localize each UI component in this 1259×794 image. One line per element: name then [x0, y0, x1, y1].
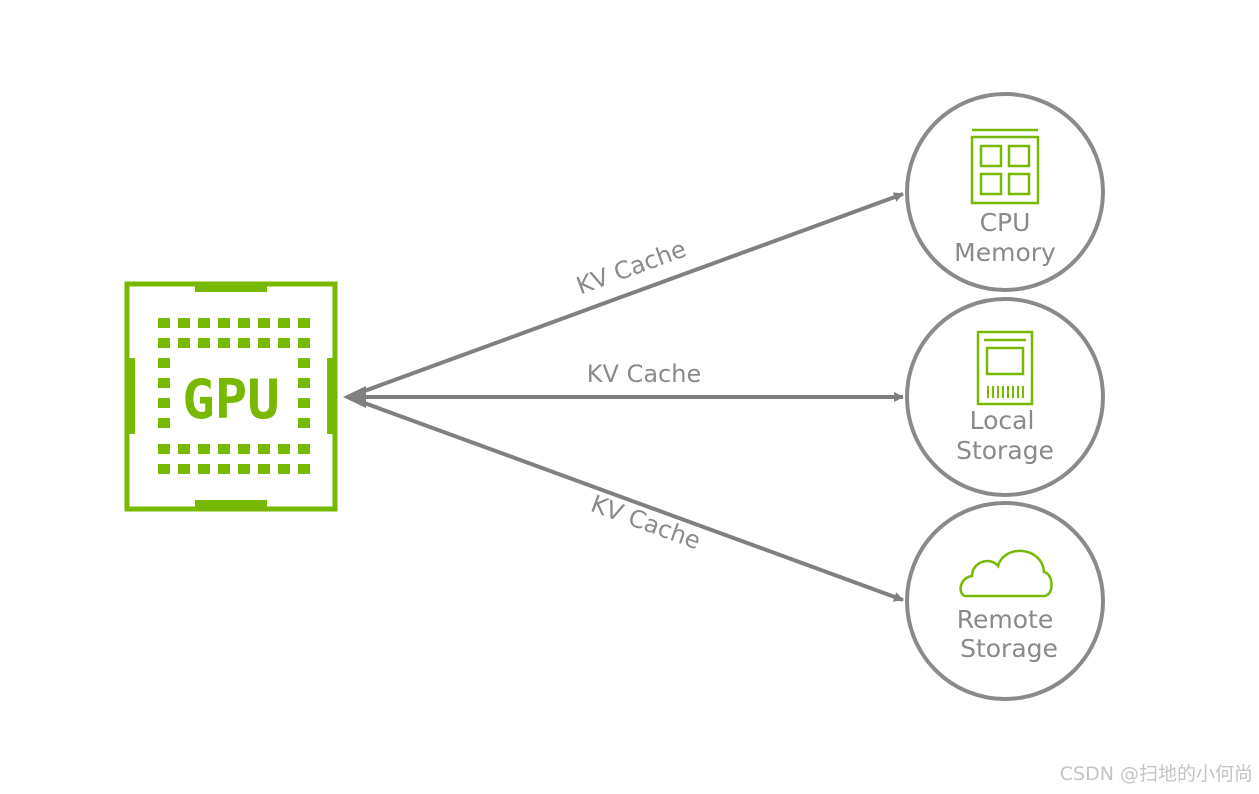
edge-label-remote-storage: KV Cache	[587, 490, 704, 555]
node-local-storage: Local Storage	[905, 297, 1105, 497]
arrows	[343, 192, 904, 602]
gpu-label: GPU	[182, 368, 280, 431]
chip-tab-right	[327, 358, 337, 434]
node-label-line2: Storage	[956, 436, 1054, 465]
arrow-to-cpu-memory	[347, 192, 904, 399]
chip-tab-bottom	[195, 500, 267, 510]
arrow-to-remote-storage	[347, 395, 904, 602]
gpu-chip-icon: GPU	[124, 281, 338, 512]
node-label-line1: Local	[970, 406, 1035, 435]
arrowhead-gpu	[343, 386, 366, 408]
cloud-icon	[959, 549, 1053, 598]
edge-label-cpu-memory: KV Cache	[573, 235, 690, 300]
node-remote-storage: Remote Storage	[905, 501, 1105, 701]
node-label-line1: Remote	[957, 605, 1053, 634]
watermark: CSDN @扫地的小何尚	[1059, 763, 1253, 785]
edge-label-local-storage: KV Cache	[587, 360, 701, 388]
cpu-icon	[970, 128, 1040, 205]
chip-tab-top	[195, 282, 267, 292]
node-label-line2: Memory	[954, 238, 1056, 267]
chip-tab-left	[125, 358, 135, 434]
node-cpu-memory: CPU Memory	[905, 92, 1105, 292]
node-label-line1: CPU	[980, 208, 1031, 237]
ssd-icon	[976, 330, 1034, 406]
node-label-line2: Storage	[960, 634, 1058, 663]
chip-pins	[158, 318, 310, 474]
